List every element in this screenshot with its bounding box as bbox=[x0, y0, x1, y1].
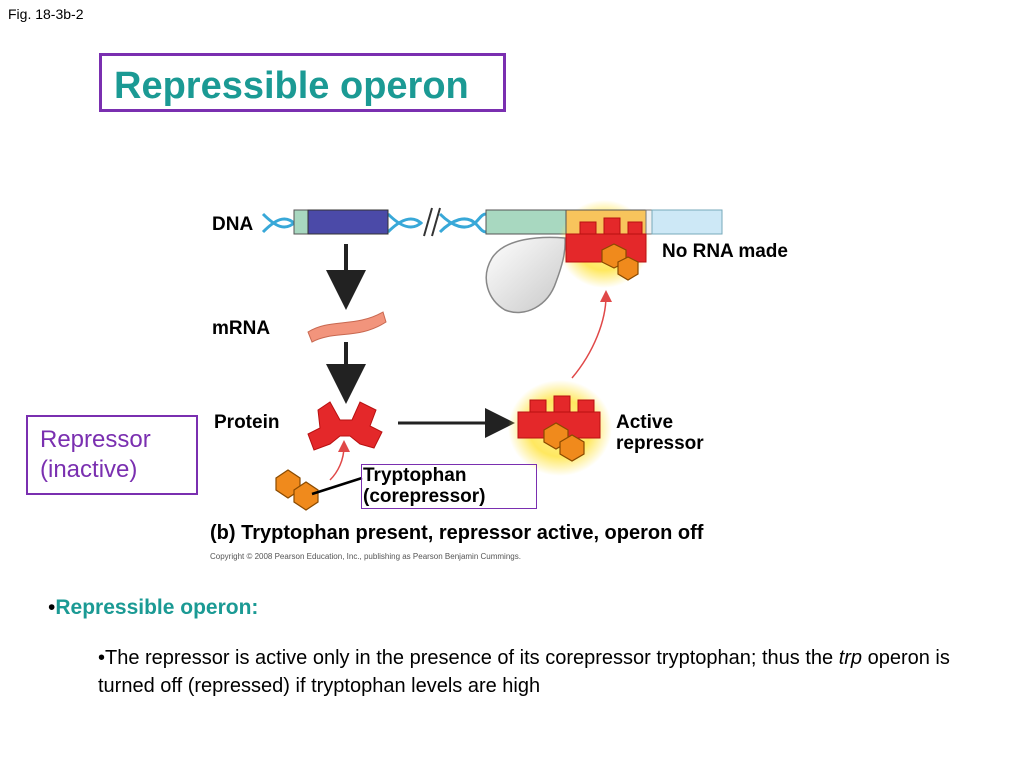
tryptophan-label-connector bbox=[311, 476, 363, 496]
repressor-inactive-note: Repressor (inactive) bbox=[26, 415, 198, 495]
bullet-marker: • bbox=[48, 596, 56, 619]
bullet-body-part2: operon is turned off (repressed) if tryp… bbox=[98, 647, 950, 697]
inactive-repressor-protein bbox=[307, 401, 383, 451]
repressor-note-line2: (inactive) bbox=[40, 456, 138, 483]
active-repressor-label-line1: Active bbox=[616, 412, 674, 433]
page-title: Repressible operon bbox=[114, 65, 469, 107]
dna-segment-promoter-left bbox=[293, 209, 309, 235]
active-repressor-protein bbox=[517, 395, 601, 462]
tryptophan-label-line1: Tryptophan bbox=[363, 465, 467, 486]
tryptophan-label-line2: (corepressor) bbox=[363, 486, 486, 507]
bullet-heading-text: Repressible operon: bbox=[55, 596, 259, 619]
active-repressor-label-line2: repressor bbox=[616, 433, 704, 454]
dna-segment-promoter bbox=[485, 209, 567, 235]
bullet-body-part1: •The repressor is active only in the pre… bbox=[98, 647, 839, 669]
mrna-strand bbox=[307, 311, 387, 343]
dna-break-mark bbox=[423, 207, 441, 237]
rna-polymerase-shape bbox=[485, 236, 566, 314]
dna-segment-gene bbox=[645, 209, 653, 235]
tryptophan-label: Tryptophan (corepressor) bbox=[363, 465, 486, 507]
bullet-body: •The repressor is active only in the pre… bbox=[98, 644, 978, 700]
dna-segment-regulatory-gene bbox=[307, 209, 389, 235]
no-rna-made-label: No RNA made bbox=[662, 241, 788, 262]
bullet-heading: •Repressible operon: bbox=[48, 596, 258, 620]
title-box: Repressible operon bbox=[99, 53, 506, 112]
dna-segment-trp-genes bbox=[651, 209, 723, 235]
tryptophan-molecule bbox=[275, 469, 319, 511]
protein-label: Protein bbox=[214, 412, 280, 433]
arrow-repressor-to-operator bbox=[571, 290, 612, 379]
figure-caption: (b) Tryptophan present, repressor active… bbox=[210, 522, 704, 544]
active-repressor-label: Active repressor bbox=[616, 412, 704, 454]
dna-label: DNA bbox=[212, 214, 254, 235]
repressor-note-line1: Repressor bbox=[40, 426, 151, 453]
bullet-body-italic: trp bbox=[838, 647, 863, 669]
tryptophan-label-box: Tryptophan (corepressor) bbox=[361, 464, 537, 509]
copyright-notice: Copyright © 2008 Pearson Education, Inc.… bbox=[210, 552, 521, 561]
mrna-label: mRNA bbox=[212, 318, 271, 339]
arrow-tryptophan-to-repressor bbox=[329, 440, 350, 481]
bound-active-repressor bbox=[565, 217, 647, 281]
figure-label: Fig. 18-3b-2 bbox=[8, 6, 84, 22]
